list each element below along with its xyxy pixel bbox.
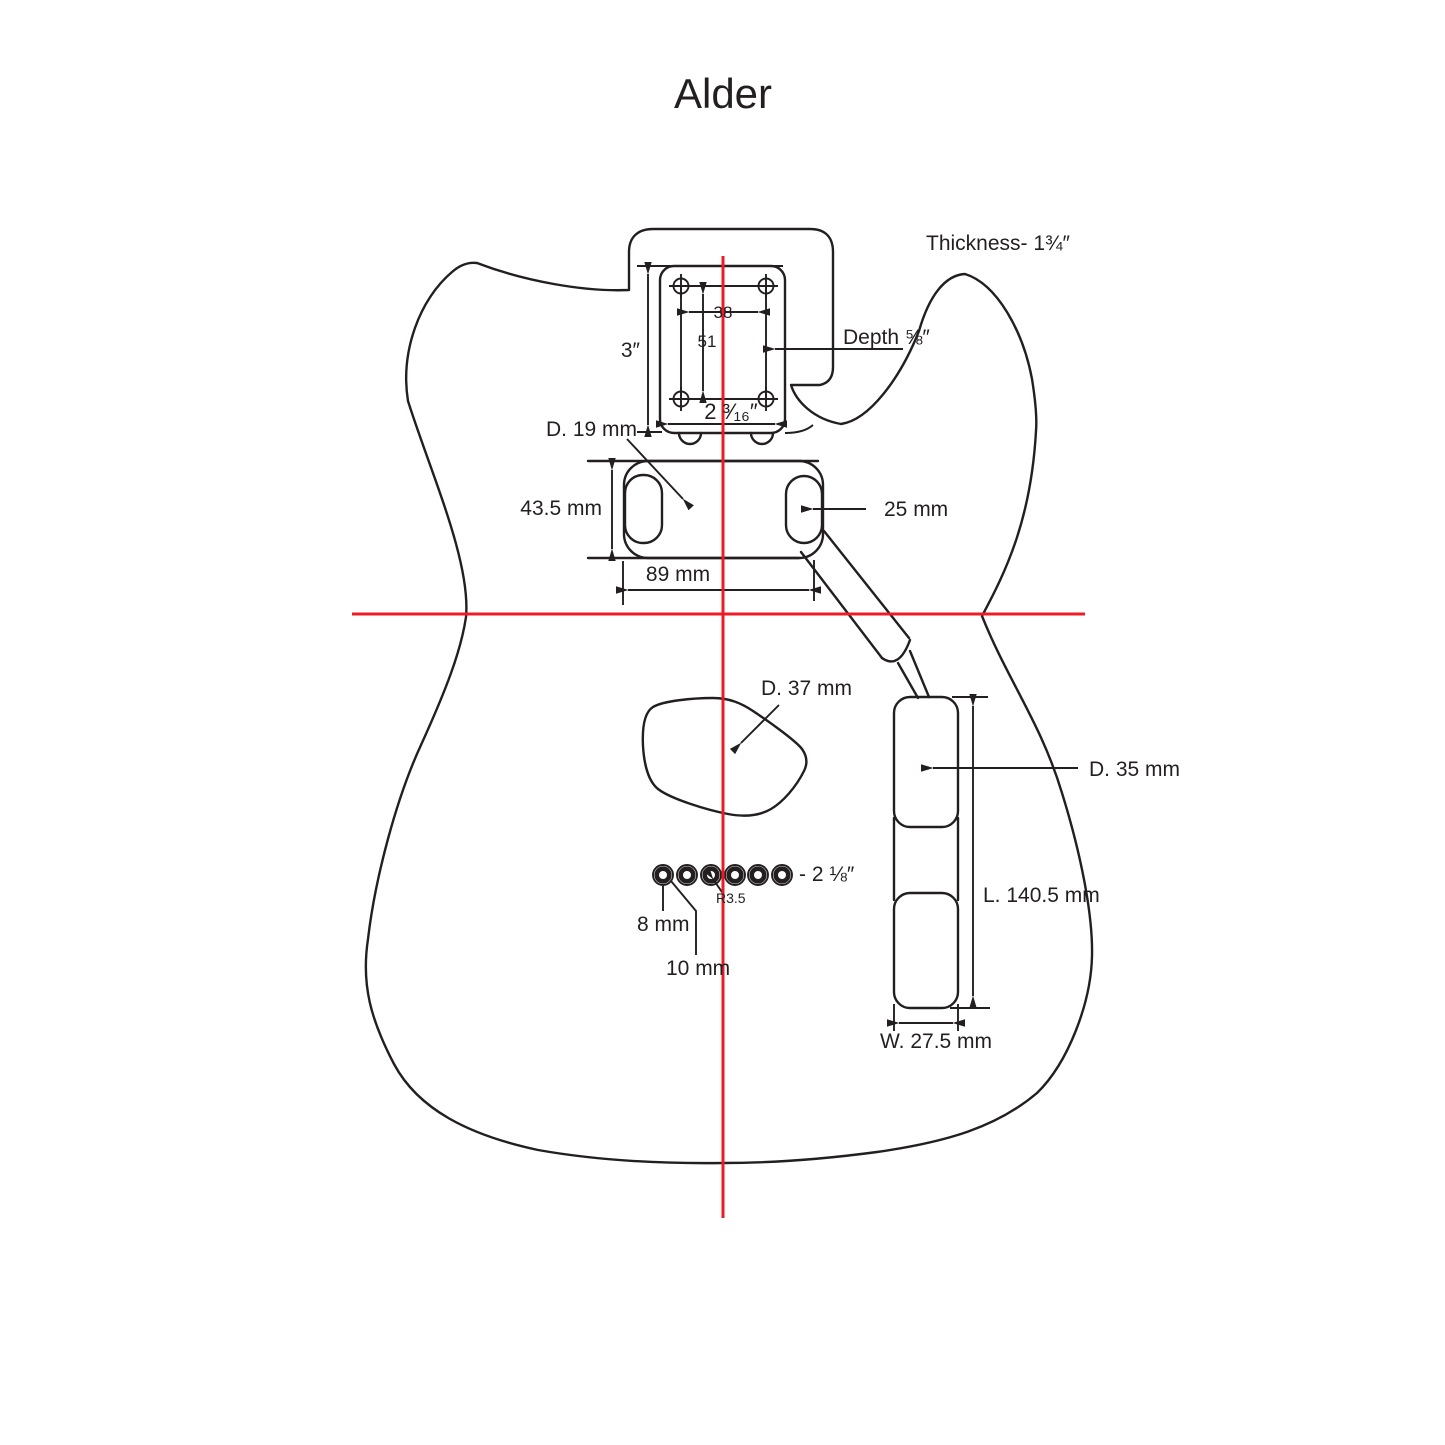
- router-relief-bump-right: [749, 431, 775, 446]
- bridge-pickup-cavity: [641, 696, 808, 817]
- label-screw-span-y: 51: [698, 332, 717, 351]
- control-cavity-upper-pocket: [892, 695, 960, 829]
- label-ear-route-diameter: D. 19 mm: [546, 418, 637, 441]
- label-cavity-route-diameter: D. 35 mm: [1089, 758, 1180, 781]
- bridge-pickup-cavity-group: [641, 696, 808, 817]
- control-cavity-lower-pocket: [892, 891, 960, 1010]
- wire-channel-end-cap: [880, 638, 912, 663]
- label-ferrule-diameter: 10 mm: [666, 957, 730, 980]
- label-pocket-width: 2 ³⁄₁₆″: [704, 399, 758, 424]
- control-cavity-group: [887, 694, 1078, 1031]
- neck-pocket-bottom-extension-right: [784, 424, 814, 434]
- leader-ear-diameter: [626, 438, 694, 511]
- label-ear-width: 25 mm: [884, 498, 948, 521]
- body-outline: [364, 227, 1094, 1165]
- neck-pickup-cavity-group: [586, 438, 866, 605]
- label-pickup-width: 89 mm: [646, 563, 710, 586]
- label-pocket-depth: Depth ⅝″: [843, 326, 930, 349]
- leader-bridge-route-diameter: [729, 704, 780, 755]
- label-bridge-route-diameter: D. 37 mm: [761, 677, 852, 700]
- label-screw-span-x: 38: [714, 303, 733, 322]
- router-relief-bump-left: [677, 431, 703, 446]
- label-string-spacing: - 2 ⅛″: [799, 863, 855, 886]
- label-cavity-length: L. 140.5 mm: [983, 884, 1100, 907]
- label-cavity-width: W. 27.5 mm: [880, 1030, 992, 1053]
- page-title: Alder: [674, 70, 772, 117]
- label-pickup-height: 43.5 mm: [520, 497, 602, 520]
- label-hole-diameter: 8 mm: [637, 913, 690, 936]
- label-ferrule-radius: R3.5: [716, 890, 746, 906]
- wire-channel: [799, 529, 931, 700]
- neck-screw-holes: [669, 274, 778, 411]
- pickup-ear-left: [623, 473, 664, 545]
- string-ferrules-group: [652, 864, 793, 955]
- label-thickness: Thickness- 1¾″: [926, 232, 1071, 255]
- leader-ferrule-diameter: [670, 880, 697, 955]
- neck-pocket-group: [637, 262, 903, 446]
- label-pocket-length: 3″: [621, 339, 641, 362]
